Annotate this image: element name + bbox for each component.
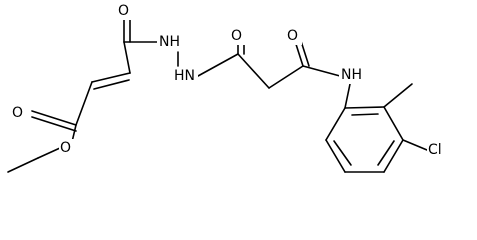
bond bbox=[325, 107, 346, 141]
bond bbox=[351, 113, 379, 116]
atom-label-hn: HN bbox=[174, 68, 195, 84]
bonds bbox=[7, 14, 428, 173]
bond bbox=[37, 147, 61, 159]
bond bbox=[383, 139, 404, 173]
atom-label-o: O bbox=[118, 3, 129, 19]
bond bbox=[268, 65, 304, 89]
bond bbox=[75, 81, 93, 126]
bond bbox=[377, 140, 395, 166]
molecule-structure: O O O NH HN O O NH Cl bbox=[7, 2, 449, 173]
bond bbox=[7, 157, 39, 173]
bond bbox=[402, 139, 428, 151]
bond bbox=[333, 140, 352, 166]
bond bbox=[31, 110, 77, 126]
bond bbox=[344, 83, 351, 109]
bond bbox=[197, 53, 239, 77]
bond bbox=[31, 116, 77, 132]
bond bbox=[344, 106, 385, 109]
atom-label-cl: Cl bbox=[428, 142, 442, 158]
bond bbox=[123, 41, 131, 74]
bond bbox=[91, 72, 131, 83]
atom-label-o: O bbox=[60, 140, 71, 156]
atom-label-nh: NH bbox=[159, 34, 180, 50]
bond bbox=[325, 139, 346, 173]
bond bbox=[93, 79, 130, 90]
atom-label-o: O bbox=[12, 105, 23, 121]
bond bbox=[302, 65, 341, 77]
atom-labels: O O O NH HN O O NH Cl bbox=[11, 2, 449, 159]
atom-label-o: O bbox=[231, 28, 242, 44]
atom-label-o: O bbox=[287, 28, 298, 44]
bond bbox=[237, 53, 270, 89]
bond bbox=[383, 83, 413, 108]
bond bbox=[383, 106, 404, 141]
atom-label-nh: NH bbox=[341, 67, 362, 83]
